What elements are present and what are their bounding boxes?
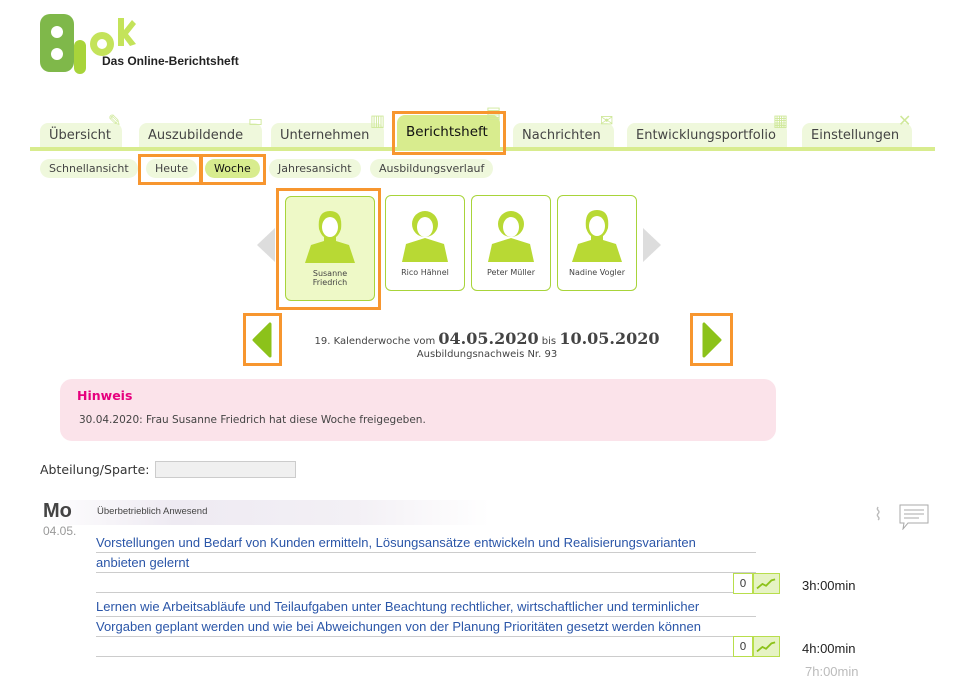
tab-divider <box>30 147 935 151</box>
folder-photos-icon: ▭ <box>248 111 264 130</box>
entry-line: Vorstellungen und Bedarf von Kunden ermi… <box>96 533 756 553</box>
day-status: Überbetrieblich Anwesend <box>97 506 208 517</box>
chart-icon: ▦ <box>773 111 789 130</box>
entry-1-count[interactable]: 0 <box>733 573 753 594</box>
trainee-card-rico-haehnel[interactable]: Rico Hähnel <box>385 195 465 291</box>
entry-2-time: 4h:00min <box>802 641 856 656</box>
subtab-heute[interactable]: Heute <box>146 159 198 178</box>
trainee-card-susanne-friedrich[interactable]: Susanne Friedrich <box>285 196 375 301</box>
tab-entwicklungsportfolio[interactable]: Entwicklungsportfolio▦ <box>627 111 788 148</box>
trainee-name: Susanne Friedrich <box>312 269 348 287</box>
tab-berichtsheft[interactable]: Berichtsheft▤ <box>397 103 501 148</box>
entry-line <box>96 637 756 657</box>
comment-icon[interactable] <box>899 504 929 530</box>
carousel-prev-arrow[interactable] <box>257 228 275 262</box>
tab-auszubildende[interactable]: Auszubildende ▭ <box>139 111 263 148</box>
subtab-woche[interactable]: Woche <box>205 159 260 178</box>
trainee-card-peter-mueller[interactable]: Peter Müller <box>471 195 551 291</box>
trend-chart-icon[interactable] <box>753 636 780 657</box>
trend-chart-icon[interactable] <box>753 573 780 594</box>
highlight-box <box>200 154 266 185</box>
prev-week-arrow[interactable] <box>250 322 274 358</box>
tab-label: Unternehmen <box>280 128 370 143</box>
highlight-box <box>690 313 733 366</box>
entry-2-text[interactable]: Lernen wie Arbeitsabläufe und Teilaufgab… <box>96 597 756 657</box>
trainee-name: Nadine Vogler <box>569 268 625 277</box>
tab-label: Berichtsheft <box>406 124 488 140</box>
week-prefix: 19. Kalenderwoche vom <box>314 336 436 347</box>
female-avatar-icon <box>572 210 622 262</box>
tagline: Das Online-Berichtsheft <box>102 54 239 68</box>
abteilung-label: Abteilung/Sparte: <box>40 462 150 477</box>
entry-line <box>96 573 756 593</box>
day-date: 04.05. <box>43 524 77 538</box>
paperclip-icon[interactable]: ⌇ <box>874 505 883 525</box>
female-avatar-icon <box>305 211 355 263</box>
entry-line: Vorgaben geplant werden und wie bei Abwe… <box>96 617 756 637</box>
tab-label: Nachrichten <box>522 128 601 143</box>
tab-einstellungen[interactable]: Einstellungen✕ <box>802 111 912 148</box>
day-total-time: 7h:00min <box>805 664 859 679</box>
trainee-card-nadine-vogler[interactable]: Nadine Vogler <box>557 195 637 291</box>
tools-icon: ✕ <box>898 111 912 130</box>
nachweis-number: Ausbildungsnachweis Nr. 93 <box>416 349 558 360</box>
hinweis-box: Hinweis 30.04.2020: Frau Susanne Friedri… <box>60 379 776 441</box>
highlight-box <box>276 188 381 310</box>
male-avatar-icon <box>488 211 534 262</box>
subtab-jahresansicht[interactable]: Jahresansicht <box>269 159 361 178</box>
tab-unternehmen[interactable]: Unternehmen▥ <box>271 111 385 148</box>
entry-1-text[interactable]: Vorstellungen und Bedarf von Kunden ermi… <box>96 533 756 593</box>
entry-1-time: 3h:00min <box>802 578 856 593</box>
hinweis-message: 30.04.2020: Frau Susanne Friedrich hat d… <box>79 414 426 426</box>
entry-line: anbieten gelernt <box>96 553 756 573</box>
notepad-icon: ✎ <box>108 111 122 130</box>
subtab-schnellansicht[interactable]: Schnellansicht <box>40 159 138 178</box>
tab-label: Auszubildende <box>148 128 244 143</box>
tab-nachrichten[interactable]: Nachrichten✉ <box>513 111 614 148</box>
entry-line: Lernen wie Arbeitsabläufe und Teilaufgab… <box>96 597 756 617</box>
trainee-name: Rico Hähnel <box>401 268 449 277</box>
abteilung-input[interactable] <box>155 461 296 478</box>
day-name: Mo <box>43 500 72 522</box>
factory-icon: ▥ <box>370 111 386 130</box>
tab-uebersicht[interactable]: Übersicht✎ <box>40 111 122 148</box>
week-bis: bis <box>541 336 557 347</box>
next-week-arrow[interactable] <box>700 322 724 358</box>
week-to: 10.05.2020 <box>559 329 660 348</box>
subtab-ausbildungsverlauf[interactable]: Ausbildungsverlauf <box>370 159 494 178</box>
highlight-box <box>138 154 202 185</box>
blok-logo <box>40 14 136 74</box>
carousel-next-arrow[interactable] <box>643 228 661 262</box>
entry-2-count[interactable]: 0 <box>733 636 753 657</box>
week-from: 04.05.2020 <box>438 329 539 348</box>
tab-label: Einstellungen <box>811 128 900 143</box>
highlight-box <box>392 111 506 155</box>
week-range: 19. Kalenderwoche vom 04.05.2020 bis 10.… <box>280 329 694 360</box>
tab-label: Übersicht <box>49 128 111 143</box>
day-header-band <box>40 500 490 525</box>
tab-label: Entwicklungsportfolio <box>636 128 776 143</box>
hinweis-title: Hinweis <box>77 388 133 403</box>
highlight-box <box>243 313 282 366</box>
mail-icon: ✉ <box>600 111 614 130</box>
trainee-name: Peter Müller <box>487 268 535 277</box>
male-avatar-icon <box>402 211 448 262</box>
